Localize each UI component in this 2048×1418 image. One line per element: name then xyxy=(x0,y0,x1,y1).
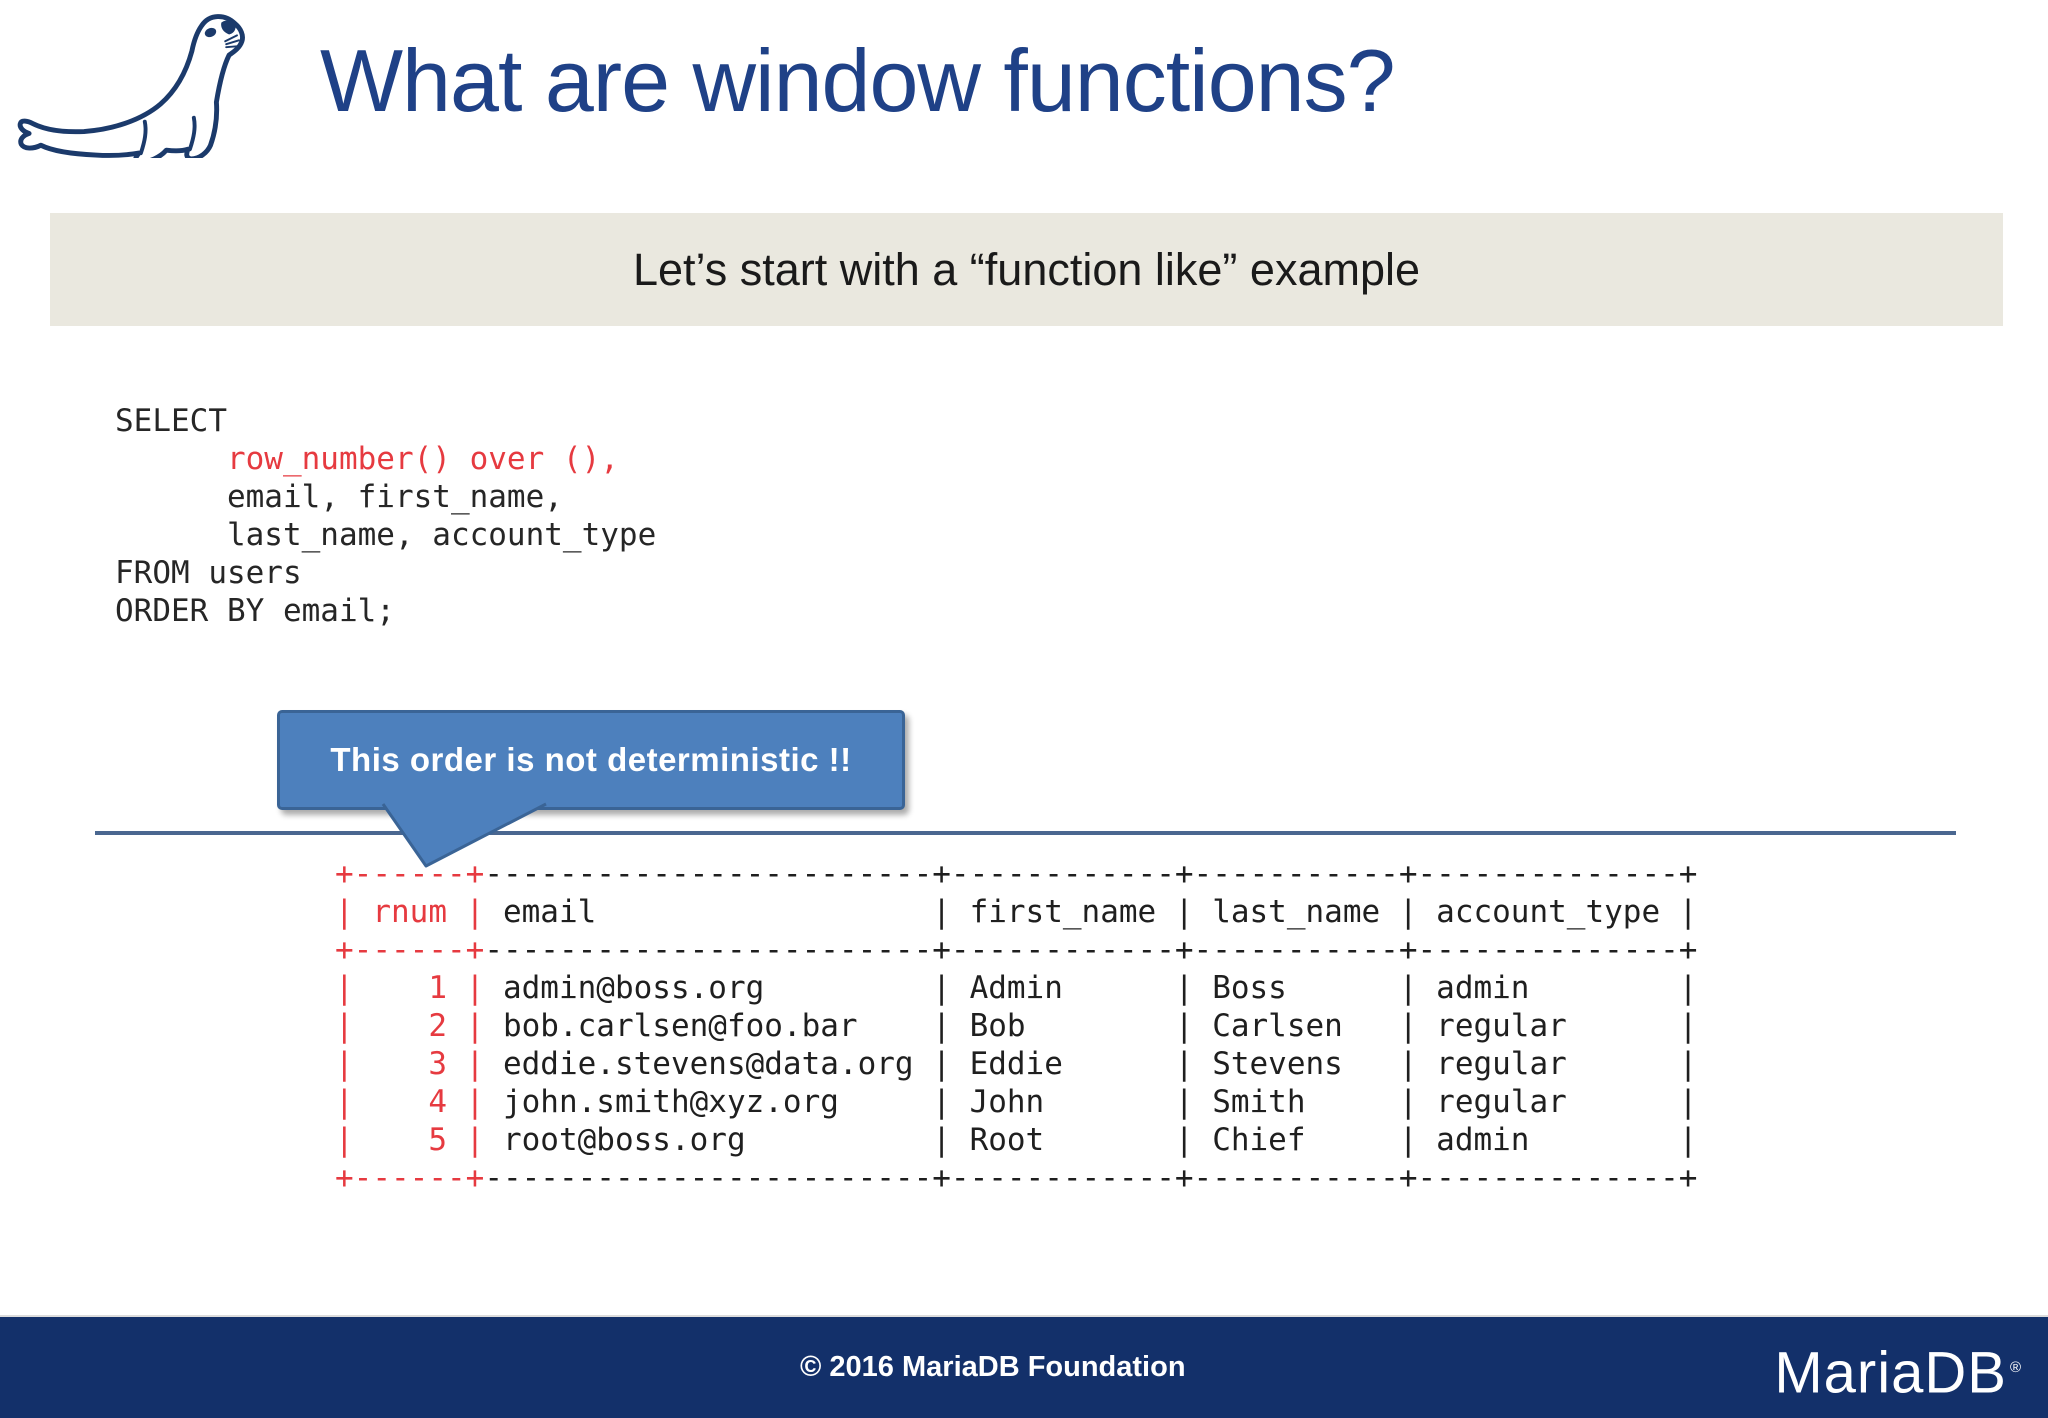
registered-trademark-icon: ® xyxy=(2009,1359,2022,1376)
sql-line: FROM users xyxy=(115,555,302,591)
table-text: +------+ xyxy=(335,1160,485,1196)
table-text: | rnum | xyxy=(335,894,485,930)
table-text: | 5 | xyxy=(335,1122,485,1158)
sql-line: last_name, account_type xyxy=(115,517,657,553)
table-text: | 3 | xyxy=(335,1046,485,1082)
sql-line: SELECT xyxy=(115,403,227,439)
footer-copyright: © 2016 MariaDB Foundation xyxy=(800,1351,1186,1383)
mariadb-seal-logo-icon xyxy=(17,14,245,158)
callout-text: This order is not deterministic !! xyxy=(330,741,852,778)
table-text: admin@boss.org | Admin | Boss | admin | xyxy=(484,970,1698,1006)
callout-tail-icon xyxy=(381,802,547,868)
table-text: | 2 | xyxy=(335,1008,485,1044)
table-text: john.smith@xyz.org | John | Smith | regu… xyxy=(484,1084,1698,1120)
table-text: email | first_name | last_name | account… xyxy=(484,894,1698,930)
brand-text: MariaDB xyxy=(1774,1340,2007,1406)
sql-line: row_number() over (), xyxy=(115,441,619,477)
table-text: +------+ xyxy=(335,932,485,968)
table-text: | 4 | xyxy=(335,1084,485,1120)
sql-line: ORDER BY email; xyxy=(115,593,395,629)
table-text: ------------------------+------------+--… xyxy=(484,932,1698,968)
table-text: bob.carlsen@foo.bar | Bob | Carlsen | re… xyxy=(484,1008,1698,1044)
footer-bar: © 2016 MariaDB Foundation MariaDB® xyxy=(0,1315,2048,1418)
table-text: ------------------------+------------+--… xyxy=(484,856,1698,892)
divider-line xyxy=(95,831,1956,835)
table-text: +------+ xyxy=(335,856,485,892)
sql-line: email, first_name, xyxy=(115,479,563,515)
callout-bubble: This order is not deterministic !! xyxy=(277,710,905,810)
table-text: ------------------------+------------+--… xyxy=(484,1160,1698,1196)
slide-title: What are window functions? xyxy=(320,31,1396,130)
query-result-table: +------+------------------------+-------… xyxy=(335,855,1697,1197)
subtitle-text: Let’s start with a “function like” examp… xyxy=(632,244,1421,295)
mariadb-wordmark: MariaDB® xyxy=(1774,1317,2022,1418)
subtitle-banner: Let’s start with a “function like” examp… xyxy=(50,213,2003,326)
table-text: eddie.stevens@data.org | Eddie | Stevens… xyxy=(484,1046,1698,1082)
table-text: root@boss.org | Root | Chief | admin | xyxy=(484,1122,1698,1158)
table-text: | 1 | xyxy=(335,970,485,1006)
sql-code-block: SELECT row_number() over (), email, firs… xyxy=(115,402,656,630)
